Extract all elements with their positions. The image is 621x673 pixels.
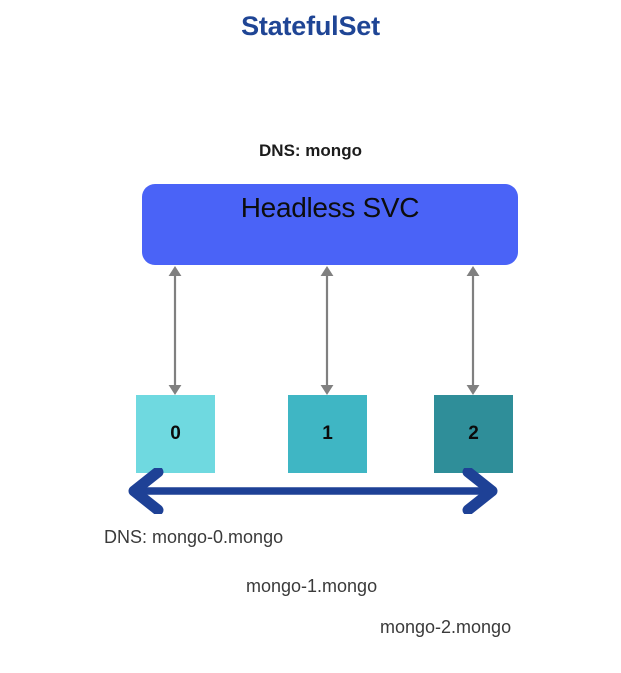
service-dns-label: DNS: mongo [259,141,362,160]
headless-service-box: Headless SVC [142,184,518,265]
pod-ordinal-label-0: 0 [170,423,181,444]
pod-dns-caption-0: DNS: mongo-0.mongo [104,527,284,547]
headless-service-label: Headless SVC [240,192,420,223]
service-pod-connector-2-icon [466,266,480,395]
pod-dns-caption-2: mongo-2.mongo [380,617,512,637]
pod-dns-caption-1: mongo-1.mongo [246,576,378,596]
service-pod-connector-1-icon [320,266,334,395]
pod-ordinal-label-2: 2 [468,423,479,444]
service-pod-connector-0-icon [168,266,182,395]
page-title: StatefulSet [241,11,380,41]
ordered-set-arrow-icon [128,468,498,514]
pod-ordinal-label-1: 1 [322,423,333,444]
pod-box-0: 0 [136,395,215,473]
pod-box-1: 1 [288,395,367,473]
pod-box-2: 2 [434,395,513,473]
